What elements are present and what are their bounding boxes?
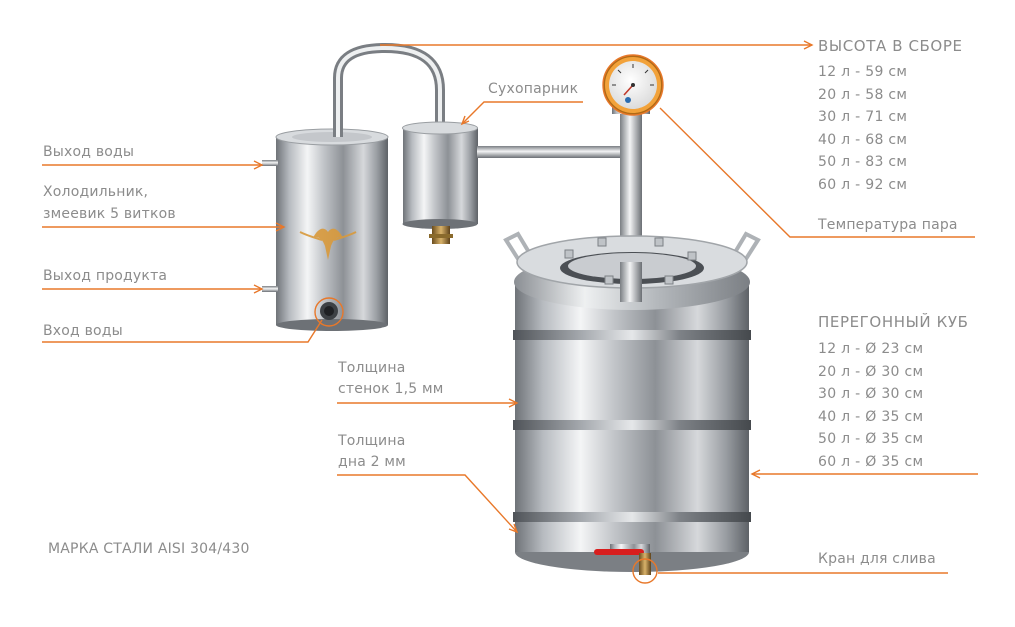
label-cooler-line2: змеевик 5 витков <box>43 206 176 222</box>
list-item: 20 л - Ø 30 см <box>818 363 924 380</box>
thermometer-gauge <box>603 55 663 115</box>
list-item: 40 л - 68 см <box>818 131 908 148</box>
list-item: 40 л - Ø 35 см <box>818 408 924 425</box>
dry-steamer <box>402 121 478 244</box>
list-item: 12 л - 59 см <box>818 64 908 80</box>
list-item: 30 л - Ø 30 см <box>818 386 924 402</box>
list-item: 20 л - 58 см <box>818 86 908 103</box>
label-product-out: Выход продукта <box>43 268 168 284</box>
label-bottom-line2: дна 2 мм <box>338 454 406 470</box>
label-cube-heading: ПЕРЕГОННЫЙ КУБ <box>818 313 969 331</box>
condenser <box>262 128 389 331</box>
label-dry-steamer: Сухопарник <box>488 81 579 97</box>
label-wall-line1: Толщина <box>338 360 406 376</box>
cube-list: 12 л - Ø 23 см 20 л - Ø 30 см 30 л - Ø 3… <box>818 338 923 473</box>
list-item: 30 л - 71 см <box>818 109 908 125</box>
list-item: 60 л - 92 см <box>818 176 908 193</box>
height-list: 12 л - 59 см 20 л - 58 см 30 л - 71 см 4… <box>818 61 907 196</box>
list-item: 50 л - Ø 35 см <box>818 431 924 447</box>
phoenix-logo <box>299 228 357 260</box>
list-item: 60 л - Ø 35 см <box>818 453 924 470</box>
label-water-in: Вход воды <box>43 323 123 339</box>
callout-lines <box>42 40 978 584</box>
label-cooler-line1: Холодильник, <box>43 184 149 200</box>
list-item: 50 л - 83 см <box>818 154 908 170</box>
label-drain-tap: Кран для слива <box>818 551 936 567</box>
label-water-out: Выход воды <box>43 144 135 160</box>
label-bottom-line1: Толщина <box>338 433 406 449</box>
label-steel-grade: МАРКА СТАЛИ AISI 304/430 <box>48 541 250 557</box>
label-wall-line2: стенок 1,5 мм <box>338 381 444 397</box>
list-item: 12 л - Ø 23 см <box>818 341 924 357</box>
label-steam-temperature: Температура пара <box>818 217 958 233</box>
label-height-heading: ВЫСОТА В СБОРЕ <box>818 37 963 55</box>
steam-pipe <box>477 146 627 158</box>
drain-tap <box>594 544 651 575</box>
